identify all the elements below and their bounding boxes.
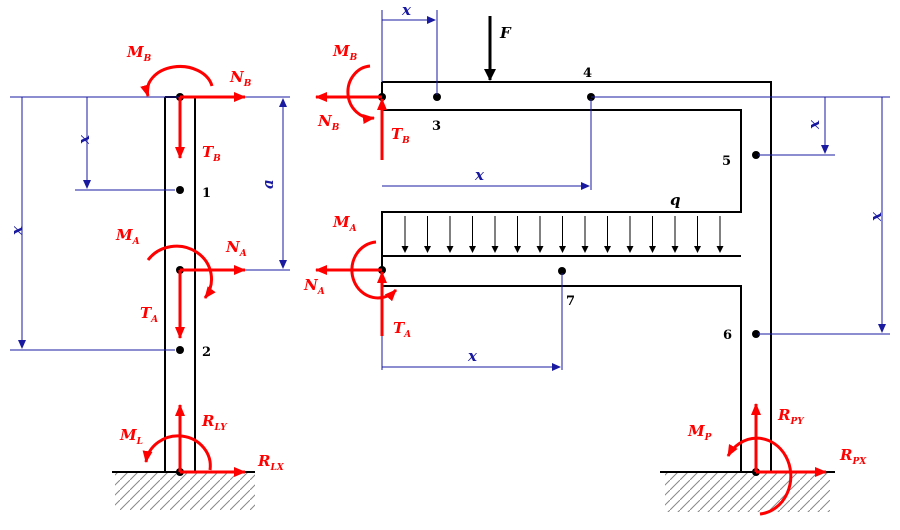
label-ta-left: TA <box>140 304 158 325</box>
dim-x-point5: x <box>805 119 823 130</box>
label-na-frame: NA <box>303 276 325 297</box>
dim-x-point6: x <box>867 211 885 222</box>
label-rpx: RPX <box>839 446 867 467</box>
point-1-label: 1 <box>202 186 211 201</box>
point-7-label: 7 <box>566 294 575 309</box>
point-2-label: 2 <box>202 345 211 360</box>
dim-x-point2: x <box>8 225 26 236</box>
dim-x-point3: x <box>401 1 412 19</box>
label-na-left: NA <box>225 238 247 259</box>
point-3 <box>433 93 441 101</box>
point-7 <box>558 267 566 275</box>
force-f-label: F <box>499 24 512 42</box>
point-6-label: 6 <box>723 328 732 343</box>
frame-forces-b <box>315 64 387 160</box>
point-2 <box>176 346 184 354</box>
point-1 <box>176 186 184 194</box>
label-mb-frame: MB <box>332 42 358 63</box>
point-4-label: 4 <box>583 66 592 81</box>
label-rpy: RPY <box>777 406 805 427</box>
point-3-label: 3 <box>432 119 441 134</box>
label-ma-left: MA <box>115 226 140 247</box>
label-nb-left: NB <box>229 68 252 89</box>
right-frame <box>381 81 772 472</box>
label-ma-frame: MA <box>332 213 357 234</box>
dim-x-point4: x <box>474 166 485 184</box>
label-tb-frame: TB <box>391 125 410 146</box>
dim-x-point7: x <box>467 347 478 365</box>
frame-forces-a <box>315 240 398 336</box>
label-rlx: RLX <box>257 452 285 473</box>
label-rly: RLY <box>201 412 228 433</box>
dim-x-point1: x <box>75 134 93 145</box>
left-ground-support <box>112 471 255 510</box>
label-nb-frame: NB <box>317 112 340 133</box>
distributed-load-q <box>382 211 741 257</box>
point-5-label: 5 <box>722 154 731 169</box>
point-6 <box>752 330 760 338</box>
label-mb-left: MB <box>126 43 152 64</box>
load-q-label: q <box>670 191 681 209</box>
dim-a: a <box>259 179 277 189</box>
point-5 <box>752 151 760 159</box>
label-ta-frame: TA <box>393 319 411 340</box>
label-ml: ML <box>119 426 143 447</box>
force-labels: MB NB TB MA NA TA ML RLY RLX MB NB TB MA… <box>115 42 867 473</box>
right-support-forces <box>726 403 827 516</box>
right-ground-support <box>660 471 835 512</box>
dimension-lines <box>10 10 890 371</box>
left-forces <box>140 65 246 477</box>
label-mp: MP <box>687 422 712 443</box>
label-tb-left: TB <box>202 143 221 164</box>
node-points <box>176 93 760 476</box>
